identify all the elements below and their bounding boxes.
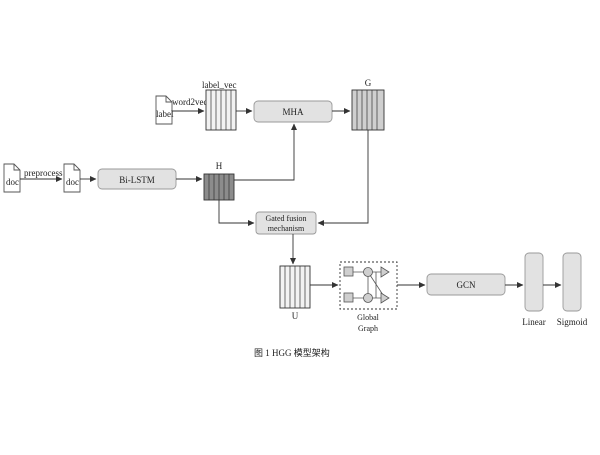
g-to-gated-arrow [317, 130, 369, 226]
h-matrix-stack [203, 173, 235, 201]
mha-box [253, 100, 333, 123]
global-graph-icon [343, 266, 390, 304]
gated-fusion-line1: Gated fusion [265, 214, 306, 223]
h-to-gated-arrow [218, 200, 255, 226]
linear-label: Linear [522, 317, 545, 327]
doc-right-label: doc [66, 177, 79, 187]
g-matrix-stack [351, 89, 385, 131]
h-label: H [216, 161, 223, 171]
sigmoid-label: Sigmoid [557, 317, 588, 327]
h-to-mha-arrow [234, 123, 297, 181]
u-label: U [292, 311, 299, 321]
doc-right-file-icon [63, 163, 81, 193]
global-graph-line1: Global [357, 313, 380, 322]
u-matrix-stack [279, 265, 311, 309]
doc-left-file-icon [3, 163, 21, 193]
gcn-box [426, 273, 506, 296]
label-vec-stack [205, 89, 237, 131]
label-vec-label: label_vec [202, 80, 236, 90]
global-graph-box [339, 261, 398, 310]
doc-left-label: doc [6, 177, 19, 187]
global-graph-line2: Graph [358, 324, 378, 333]
gated-fusion-box [255, 211, 317, 235]
label-file-icon [155, 95, 173, 125]
g-label: G [365, 78, 372, 88]
label-file-label: label [156, 109, 174, 119]
mha-label: MHA [282, 107, 304, 117]
figure-caption: 图 1 HGG 模型架构 [254, 347, 330, 358]
bilstm-label: Bi-LSTM [119, 175, 155, 185]
gcn-label: GCN [456, 280, 476, 290]
preprocess-label: preprocess [24, 168, 63, 178]
gated-fusion-line2: mechanism [268, 224, 305, 233]
sigmoid-box [562, 252, 582, 312]
linear-box [524, 252, 544, 312]
word2vec-label: word2vec [172, 97, 208, 107]
